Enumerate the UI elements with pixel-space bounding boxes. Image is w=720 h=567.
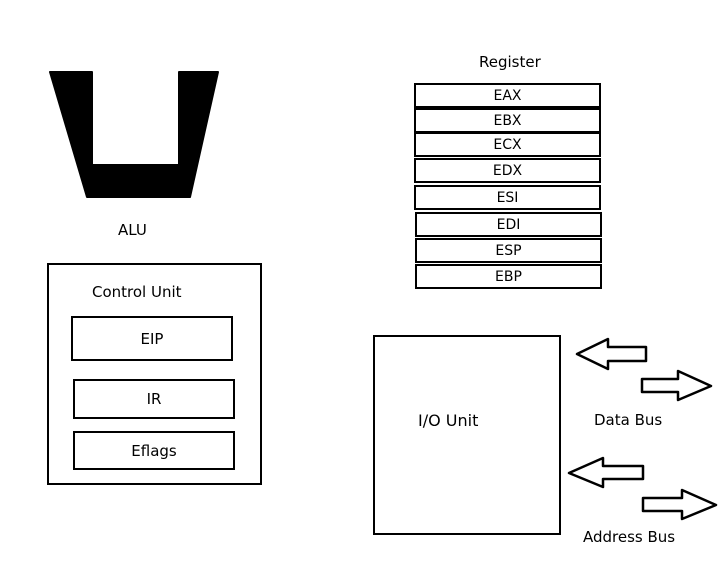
address-bus-out-arrow (641, 488, 718, 521)
eip-register: EIP (71, 316, 233, 361)
alu-label: ALU (118, 221, 147, 239)
register-ebp: EBP (415, 264, 602, 289)
register-edi: EDI (415, 212, 602, 237)
data-bus-out-arrow (640, 369, 713, 402)
address-bus-in-arrow (567, 456, 645, 489)
alu-shape (49, 71, 219, 198)
register-ebx: EBX (414, 108, 601, 133)
register-ecx: ECX (414, 132, 601, 157)
control-unit-title: Control Unit (92, 283, 182, 301)
address-bus-label: Address Bus (583, 528, 676, 546)
eflags-register: Eflags (73, 431, 235, 470)
ir-register: IR (73, 379, 235, 419)
data-bus-label: Data Bus (594, 411, 663, 429)
control-unit-box: Control Unit EIP IR Eflags (47, 263, 262, 485)
register-esp: ESP (415, 238, 602, 263)
register-title: Register (479, 53, 541, 71)
io-unit-label: I/O Unit (418, 411, 479, 430)
register-esi: ESI (414, 185, 601, 210)
io-unit-box: I/O Unit (373, 335, 561, 535)
register-edx: EDX (414, 158, 601, 183)
register-eax: EAX (414, 83, 601, 108)
data-bus-in-arrow (575, 337, 648, 371)
